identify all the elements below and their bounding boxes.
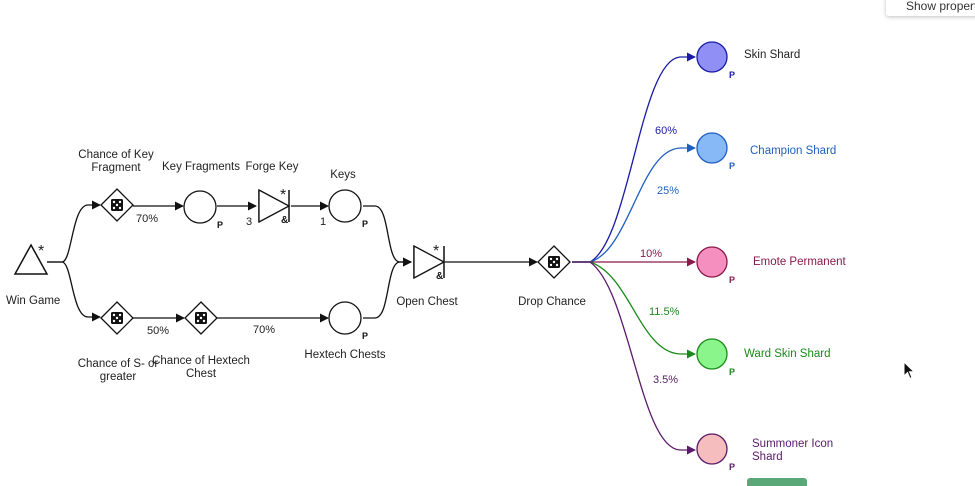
bottom-panel-tab[interactable] — [747, 478, 807, 486]
edge-label-champion: 25% — [657, 185, 679, 197]
edge-win-to-keyfrag-chance[interactable] — [47, 200, 101, 263]
pool-marker: P — [217, 220, 223, 230]
dice-icon — [111, 312, 123, 324]
chance-hextech-label-line2: Chest — [186, 368, 217, 380]
trigger-marker: * — [38, 243, 44, 260]
open-chest-converter[interactable]: * & Open Chest — [396, 243, 458, 308]
edge-drop-to-summoner[interactable] — [572, 261, 696, 455]
trigger-marker: * — [280, 187, 286, 204]
edge-label-emote: 10% — [640, 248, 662, 260]
pool-marker: P — [362, 219, 368, 229]
mouse-cursor-icon — [903, 361, 916, 380]
forge-key-converter[interactable]: * & Forge Key — [245, 161, 298, 226]
emote-permanent-label: Emote Permanent — [753, 256, 846, 268]
summoner-icon-shard-label-line2: Shard — [752, 451, 783, 463]
edge-win-to-sgrade-chance[interactable] — [47, 261, 101, 322]
skin-shard-label: Skin Shard — [744, 49, 800, 61]
chance-s-grade-gate[interactable]: Chance of S- or greater — [78, 301, 159, 383]
trigger-marker: * — [433, 243, 439, 260]
edge-keys-to-open-chest[interactable] — [363, 205, 412, 267]
chance-s-grade-label-line2: greater — [100, 371, 137, 383]
edge-drop-to-champion[interactable] — [572, 143, 696, 263]
edge-label-hextech: 70% — [253, 324, 275, 336]
chance-hextech-label-line1: Chance of Hextech — [152, 355, 250, 367]
key-fragments-label: Key Fragments — [162, 161, 240, 173]
keys-pool[interactable]: P Keys — [328, 169, 368, 229]
champion-shard-label: Champion Shard — [750, 145, 836, 157]
edge-label-key-frag: 70% — [136, 213, 158, 225]
dice-icon — [111, 199, 123, 211]
win-game-source-node[interactable]: * Win Game — [6, 243, 60, 307]
edge-label-keys-in: 1 — [320, 216, 326, 228]
show-properties-button[interactable]: Show properties — [886, 0, 975, 16]
edge-chests-to-open-chest[interactable] — [363, 257, 412, 319]
pool-marker: P — [729, 275, 735, 285]
dice-icon — [548, 256, 560, 268]
and-marker: & — [436, 271, 443, 282]
win-game-label: Win Game — [6, 295, 60, 307]
key-fragments-pool[interactable]: P Key Fragments — [162, 161, 240, 230]
chance-s-grade-label-line1: Chance of S- or — [78, 358, 159, 370]
champion-shard-pool[interactable]: P Champion Shard — [696, 132, 836, 171]
drop-chance-label: Drop Chance — [518, 296, 586, 308]
ward-skin-shard-pool[interactable]: P Ward Skin Shard — [696, 338, 831, 377]
summoner-icon-shard-label-line1: Summoner Icon — [752, 438, 833, 450]
summoner-icon-shard-pool[interactable]: P Summoner Icon Shard — [696, 433, 833, 472]
and-marker: & — [281, 215, 288, 226]
chance-key-fragment-label-line2: Fragment — [91, 162, 141, 174]
pool-marker: P — [362, 331, 368, 341]
hextech-chests-pool[interactable]: P Hextech Chests — [304, 301, 386, 361]
pool-marker: P — [729, 70, 735, 80]
skin-shard-pool[interactable]: P Skin Shard — [696, 41, 800, 80]
chance-key-fragment-gate[interactable]: Chance of Key Fragment — [78, 149, 154, 222]
pool-marker: P — [729, 462, 735, 472]
edge-label-ward: 11.5% — [649, 306, 680, 318]
ward-skin-shard-label: Ward Skin Shard — [744, 348, 831, 360]
chance-key-fragment-label-line1: Chance of Key — [78, 149, 154, 161]
hextech-chests-label: Hextech Chests — [304, 349, 385, 361]
edge-drop-to-ward[interactable] — [572, 261, 696, 359]
edge-label-skin: 60% — [655, 125, 677, 137]
dice-icon — [195, 312, 207, 324]
edge-drop-to-skin[interactable] — [572, 52, 696, 263]
emote-permanent-pool[interactable]: P Emote Permanent — [696, 246, 846, 285]
forge-key-label: Forge Key — [245, 161, 298, 173]
pool-marker: P — [729, 367, 735, 377]
chance-hextech-chest-gate[interactable]: Chance of Hextech Chest — [152, 301, 250, 380]
pool-marker: P — [729, 161, 735, 171]
open-chest-label: Open Chest — [396, 296, 458, 308]
edge-label-forge-in: 3 — [246, 216, 252, 228]
edge-label-summoner: 3.5% — [653, 374, 678, 386]
drop-chance-gate[interactable]: Drop Chance — [518, 245, 586, 308]
edge-label-s-grade: 50% — [147, 325, 169, 337]
keys-label: Keys — [330, 169, 356, 181]
